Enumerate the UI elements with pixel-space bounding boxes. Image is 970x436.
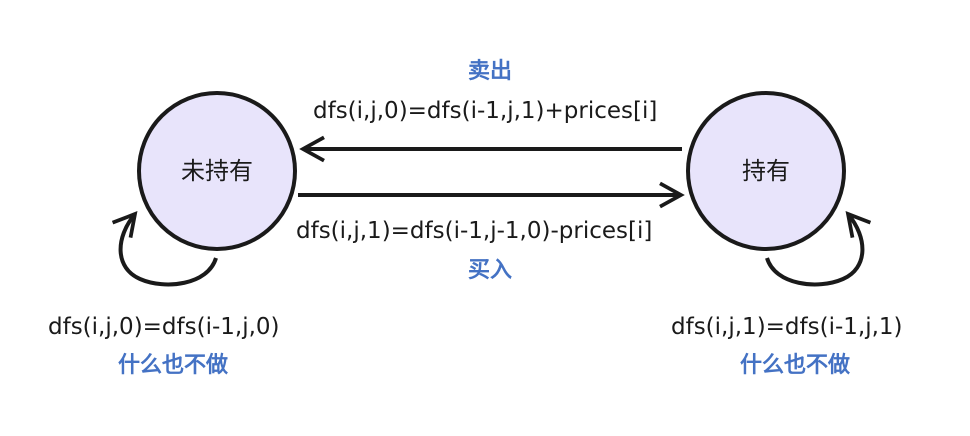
sell-formula: dfs(i,j,0)=dfs(i-1,j,1)+prices[i]: [313, 98, 658, 124]
holding-node: [686, 91, 846, 251]
stay-not-holding-action-label: 什么也不做: [117, 353, 228, 378]
stay-holding-formula: dfs(i,j,1)=dfs(i-1,j,1): [671, 314, 903, 340]
buy-action-label: 买入: [467, 258, 512, 283]
sell-action-label: 卖出: [467, 59, 512, 84]
holding-label: 持有: [742, 157, 790, 185]
holding-self-loop: [765, 211, 872, 287]
stay-holding-action-label: 什么也不做: [739, 353, 850, 378]
buy-formula: dfs(i,j,1)=dfs(i-1,j-1,0)-prices[i]: [296, 218, 653, 244]
stay-not-holding-formula: dfs(i,j,0)=dfs(i-1,j,0): [48, 314, 280, 340]
not-holding-label: 未持有: [181, 157, 253, 185]
not-holding-self-loop: [111, 211, 218, 287]
not-holding-node: [137, 91, 297, 251]
